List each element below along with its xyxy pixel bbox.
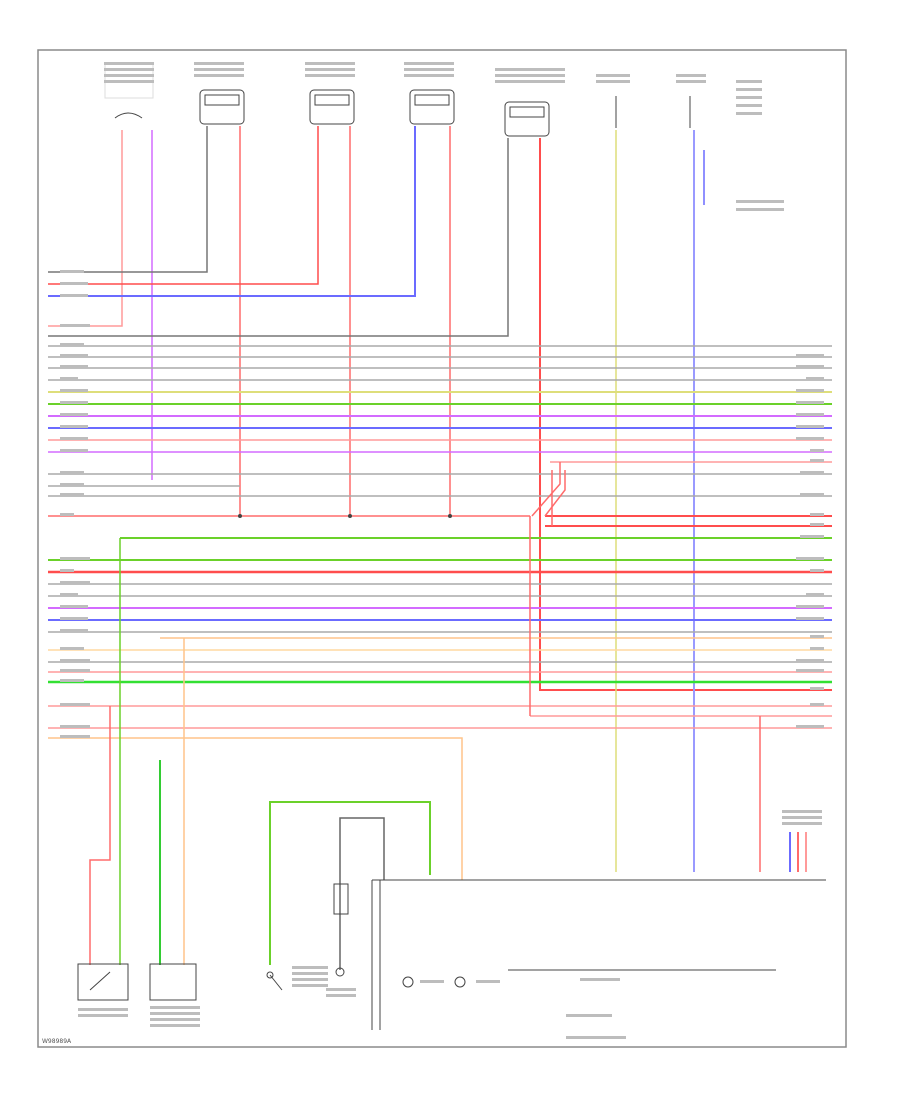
diagram-code: W98989A <box>42 1038 72 1045</box>
component-ground <box>402 976 466 988</box>
component-sensor-box <box>149 963 197 1001</box>
component-switch <box>266 971 283 991</box>
component-relay <box>77 963 129 1001</box>
lower-components <box>77 879 826 1030</box>
lower-drops <box>89 538 807 970</box>
top-drops <box>48 126 832 872</box>
component-injector-3 <box>409 89 455 125</box>
diagram-frame <box>37 49 847 1048</box>
component-injector-2 <box>309 89 355 125</box>
component-injector-1 <box>199 89 245 125</box>
bus-lines <box>48 345 832 880</box>
junction-dots <box>238 514 452 518</box>
label-marks <box>60 62 824 1039</box>
crossover-lines <box>529 462 566 716</box>
component-meter-board <box>371 879 826 1030</box>
component-sensor-1 <box>104 63 154 119</box>
component-sender <box>333 883 349 977</box>
component-injector-4 <box>504 101 550 137</box>
